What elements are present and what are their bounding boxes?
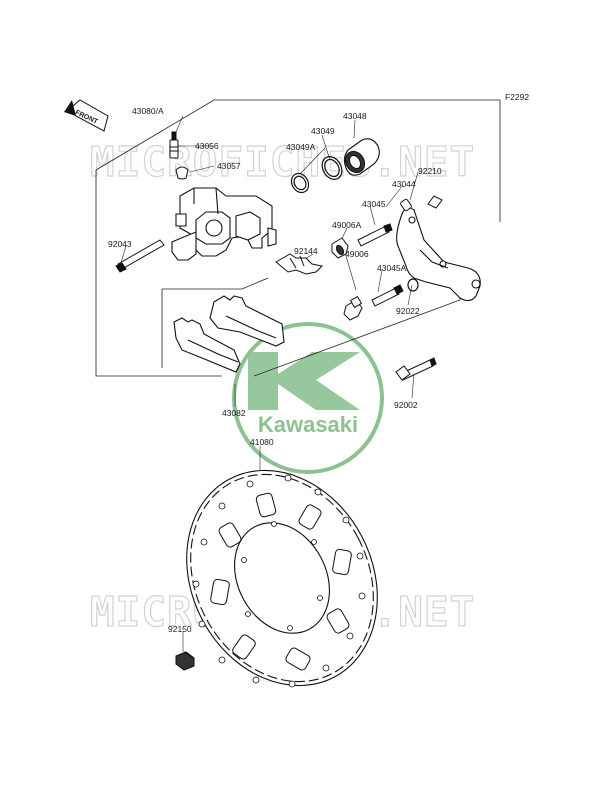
caliper-piston — [343, 138, 380, 176]
label-43080a: 43080/A — [132, 106, 164, 116]
label-43056: 43056 — [195, 141, 219, 151]
dust-seal — [321, 156, 343, 180]
brake-disc — [186, 469, 378, 688]
label-41080: 41080 — [250, 437, 274, 447]
label-92043: 92043 — [108, 239, 132, 249]
bolt-92002 — [395, 357, 437, 381]
label-92150: 92150 — [168, 624, 192, 634]
label-92210: 92210 — [418, 166, 442, 176]
caliper-bracket — [396, 207, 481, 302]
bleeder-cap — [175, 166, 189, 180]
label-43057: 43057 — [217, 161, 241, 171]
slide-pin-43045 — [357, 223, 393, 247]
pin-boot-49006a — [331, 237, 349, 259]
kawasaki-logo: Kawasaki — [232, 322, 384, 474]
label-92022: 92022 — [396, 306, 420, 316]
label-92144: 92144 — [294, 246, 318, 256]
label-49006: 49006 — [345, 249, 369, 259]
logo-text: Kawasaki — [258, 412, 358, 437]
label-43048: 43048 — [343, 111, 367, 121]
bleeder-valve — [169, 131, 179, 159]
slide-pin-43045a — [371, 284, 404, 307]
disc-bolt-92150 — [175, 651, 195, 671]
pin-92043 — [115, 239, 165, 273]
label-43049a: 43049A — [286, 142, 316, 152]
label-92002: 92002 — [394, 400, 418, 410]
brake-pads — [173, 295, 285, 373]
front-arrow-icon — [64, 99, 109, 132]
pin-boot-49006 — [343, 295, 363, 321]
label-43045a: 43045A — [377, 263, 407, 273]
assembly-frame — [95, 99, 501, 377]
watermark-top: MICROFICHES.NET — [89, 137, 476, 186]
piston-seal — [290, 172, 310, 194]
label-43045: 43045 — [362, 199, 386, 209]
diagram-code: F2292 — [505, 92, 530, 102]
rubber-boot — [400, 195, 443, 212]
pad-spring — [275, 253, 324, 275]
label-49006a: 49006A — [332, 220, 362, 230]
label-43044: 43044 — [392, 179, 416, 189]
caliper-body — [171, 187, 277, 261]
label-43082: 43082 — [222, 408, 246, 418]
washer-92022 — [407, 278, 419, 292]
label-43049: 43049 — [311, 126, 335, 136]
